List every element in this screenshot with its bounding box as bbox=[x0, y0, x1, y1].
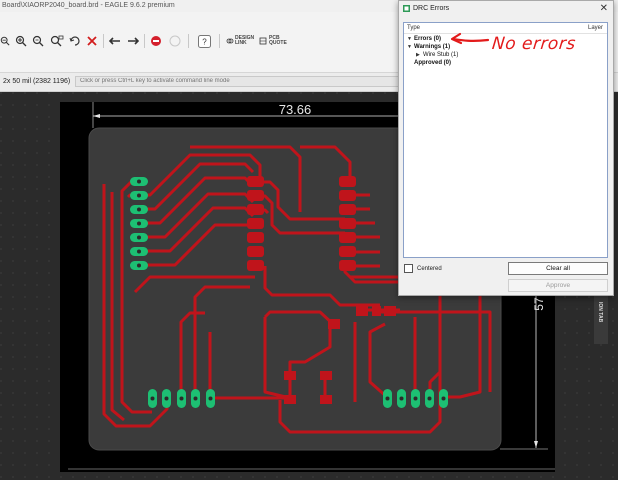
zoom-out-icon[interactable] bbox=[0, 33, 10, 49]
header-pads-bottom-left bbox=[148, 389, 215, 408]
column-type-header: Type bbox=[407, 25, 421, 31]
delete-x-icon[interactable] bbox=[85, 33, 99, 49]
clear-all-button[interactable]: Clear all bbox=[508, 262, 608, 275]
command-input[interactable] bbox=[75, 76, 400, 87]
drc-results-list[interactable]: Type Layer ▼Errors (0) ▼Warnings (1) ▶Wi… bbox=[403, 22, 608, 258]
dimension-label-horizontal: 73.66 bbox=[279, 102, 312, 117]
drc-app-icon bbox=[403, 5, 410, 12]
drc-row-warnings[interactable]: ▼Warnings (1) bbox=[407, 44, 451, 50]
header-pads-left bbox=[130, 177, 148, 270]
zoom-area-icon[interactable] bbox=[49, 33, 65, 49]
drc-dialog-title: DRC Errors bbox=[413, 5, 450, 12]
design-link-button[interactable]: DESIGN LINK bbox=[235, 35, 255, 46]
dimension-label-vertical: 57 bbox=[532, 297, 546, 311]
drc-row-wire-stub[interactable]: ▶Wire Stub (1) bbox=[416, 52, 459, 58]
drc-row-approved[interactable]: Approved (0) bbox=[414, 60, 452, 66]
centered-checkbox[interactable]: Centered bbox=[404, 264, 442, 273]
pcb-quote-icon[interactable] bbox=[259, 33, 267, 49]
drc-errors-dialog: DRC Errors ✕ Type Layer ▼Errors (0) ▼War… bbox=[398, 0, 614, 296]
pcb-quote-button[interactable]: PCB QUOTE bbox=[269, 35, 287, 46]
close-icon[interactable]: ✕ bbox=[599, 3, 608, 14]
stop-icon[interactable] bbox=[149, 33, 163, 49]
zoom-fit-icon[interactable] bbox=[31, 33, 45, 49]
approve-button[interactable]: Approve bbox=[508, 279, 608, 292]
annotation-arrow bbox=[450, 32, 490, 45]
smd-pads bbox=[247, 176, 396, 404]
zoom-in-icon[interactable] bbox=[14, 33, 28, 49]
expand-down-icon[interactable]: ▼ bbox=[407, 44, 412, 50]
expand-down-icon[interactable]: ▼ bbox=[407, 36, 412, 42]
drc-list-header: Type Layer bbox=[404, 23, 607, 34]
undo-icon[interactable] bbox=[108, 33, 122, 49]
design-link-icon[interactable] bbox=[226, 33, 234, 49]
side-tab[interactable]: ION TAB bbox=[594, 296, 608, 344]
column-layer-header: Layer bbox=[587, 25, 603, 31]
grid-readout: 2x 50 mil (2382 1196) bbox=[3, 78, 71, 85]
annotation-text: No errors bbox=[490, 34, 577, 54]
checkbox-box[interactable] bbox=[404, 264, 413, 273]
go-icon[interactable] bbox=[168, 33, 182, 49]
redo-icon[interactable] bbox=[126, 33, 140, 49]
redraw-icon[interactable] bbox=[68, 33, 82, 49]
svg-text:?: ? bbox=[202, 37, 207, 46]
help-icon[interactable]: ? bbox=[196, 33, 212, 49]
expand-right-icon[interactable]: ▶ bbox=[416, 52, 420, 58]
header-pads-bottom-right bbox=[383, 389, 448, 408]
drc-row-errors[interactable]: ▼Errors (0) bbox=[407, 36, 442, 42]
